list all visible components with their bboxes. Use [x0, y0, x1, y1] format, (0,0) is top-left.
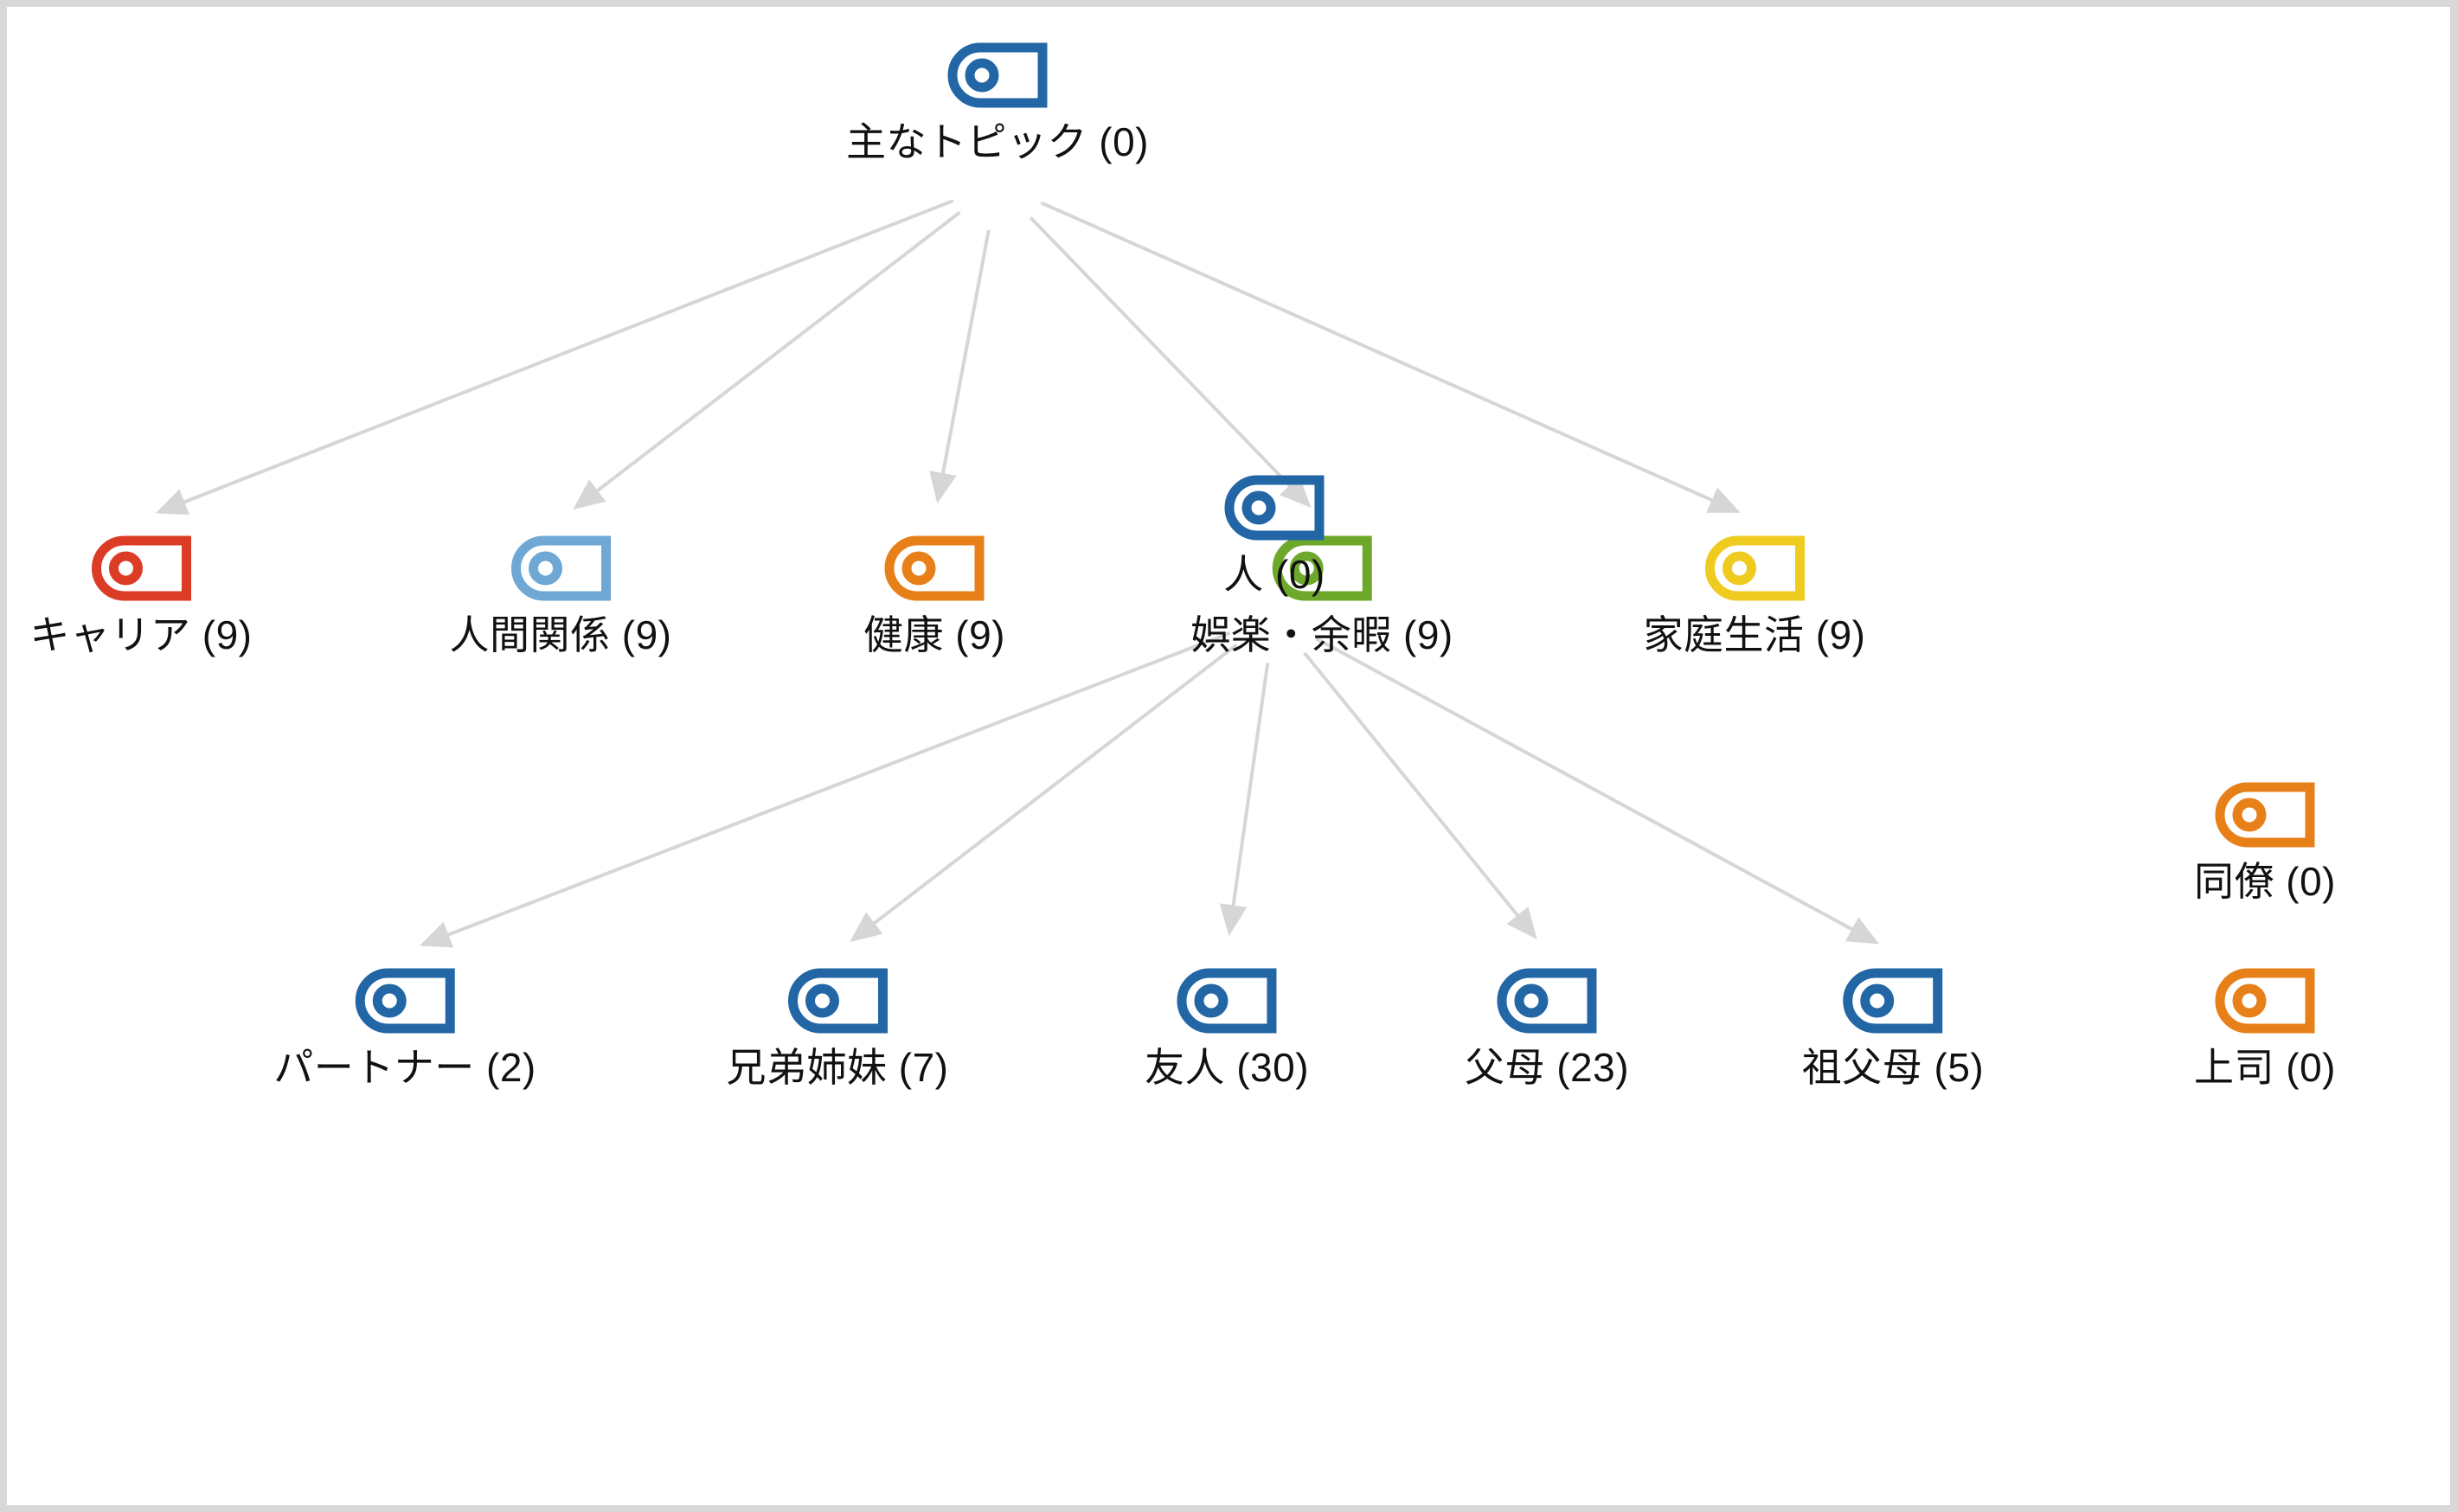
node-person[interactable]: 人 (0) [1223, 474, 1325, 595]
node-label-grandparents: 祖父母 (5) [1801, 1045, 1985, 1090]
node-label-main-topic: 主なトピック (0) [846, 119, 1149, 164]
node-colleague[interactable]: 同僚 (0) [2194, 781, 2336, 902]
tag-icon [1843, 968, 1943, 1034]
node-leisure[interactable]: 娯楽・余暇 (9) [1190, 535, 1453, 656]
tag-icon [1272, 535, 1372, 601]
node-label-colleague: 同僚 (0) [2194, 859, 2336, 904]
node-parents[interactable]: 父母 (23) [1465, 967, 1629, 1088]
node-label-parents: 父母 (23) [1464, 1045, 1630, 1090]
node-family[interactable]: 家庭生活 (9) [1644, 535, 1866, 656]
node-label-career: キャリア (9) [29, 612, 253, 657]
node-relations[interactable]: 人間関係 (9) [450, 535, 672, 656]
edge [1029, 216, 1312, 509]
tag-icon [1177, 968, 1277, 1034]
tag-icon [787, 968, 888, 1034]
node-label-person: 人 (0) [1223, 552, 1325, 597]
node-health[interactable]: 健康 (9) [863, 535, 1005, 656]
node-label-health: 健康 (9) [863, 612, 1005, 657]
node-label-partner: パートナー (2) [273, 1045, 536, 1090]
edge [1219, 663, 1270, 937]
node-label-friends: 友人 (30) [1144, 1045, 1310, 1090]
tag-icon [2215, 782, 2315, 848]
node-label-leisure: 娯楽・余暇 (9) [1190, 612, 1453, 657]
node-label-relations: 人間関係 (9) [449, 612, 672, 657]
tag-icon [884, 535, 985, 601]
edge-layer [155, 199, 1880, 948]
edge [1303, 651, 1537, 940]
node-supervisor[interactable]: 上司 (0) [2194, 967, 2336, 1088]
node-siblings[interactable]: 兄弟姉妹 (7) [727, 967, 949, 1088]
tag-icon [947, 42, 1048, 108]
edge [419, 631, 1231, 948]
tag-icon [1497, 968, 1597, 1034]
node-partner[interactable]: パートナー (2) [273, 967, 536, 1088]
tag-icon [91, 535, 191, 601]
tag-icon [1704, 535, 1805, 601]
node-friends[interactable]: 友人 (30) [1145, 967, 1309, 1088]
diagram-canvas: 主なトピック (0) キャリア (9) 人間関係 (9) 健康 (9) 娯楽・余暇 (9… [7, 7, 2450, 1505]
tag-icon [2215, 968, 2315, 1034]
edge [850, 643, 1238, 943]
node-main-topic[interactable]: 主なトピック (0) [846, 42, 1149, 163]
node-career[interactable]: キャリア (9) [30, 535, 253, 656]
node-label-supervisor: 上司 (0) [2194, 1045, 2336, 1090]
edge [155, 199, 954, 516]
node-grandparents[interactable]: 祖父母 (5) [1802, 967, 1985, 1088]
tag-icon [355, 968, 455, 1034]
edge [929, 229, 991, 504]
edge [1315, 637, 1880, 945]
edge [1040, 201, 1741, 513]
tag-icon [1224, 475, 1325, 541]
edge [573, 210, 961, 510]
node-label-siblings: 兄弟姉妹 (7) [726, 1045, 949, 1090]
tag-icon [510, 535, 611, 601]
node-label-family: 家庭生活 (9) [1643, 612, 1866, 657]
